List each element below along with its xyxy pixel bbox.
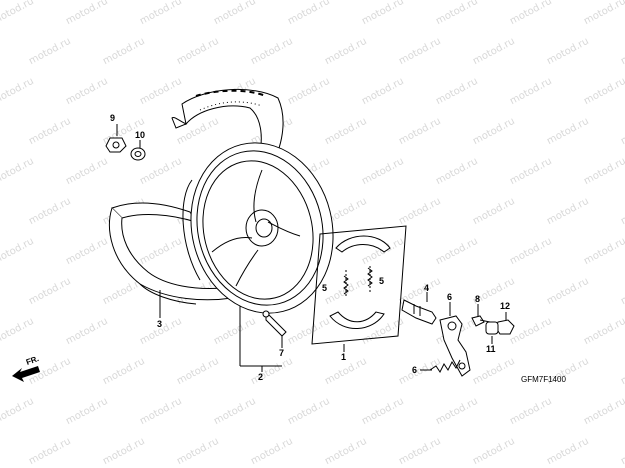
valve-stem-part [262,310,287,337]
callout-11: 10 [135,130,146,140]
callout-4: 4 [424,283,430,293]
arm-nut-part [495,319,515,335]
arm-spring-part [429,359,461,373]
callout-5-left: 5 [322,283,328,293]
shoe-spring-right [367,267,373,287]
callout-1: 1 [341,352,347,362]
cap-part [485,321,499,335]
callout-3: 3 [157,319,163,329]
callout-7: 6 [412,365,418,375]
brake-arm-part [439,315,471,377]
nut-part [105,137,127,153]
callout-8: 7 [279,348,285,358]
callout-5-right: 5 [379,276,385,286]
front-direction-arrow [12,366,40,382]
brake-shoe-box [311,225,407,345]
callout-12: 11 [486,344,496,354]
callout-13: 12 [500,301,511,311]
wheel-rim-part [182,142,334,314]
leader-lines [116,124,507,372]
callout-10: 9 [110,113,116,123]
callout-9: 8 [475,294,481,304]
bolt-part [471,315,491,327]
brake-cam-part [401,299,437,325]
callout-6: 6 [447,292,453,302]
callout-2: 2 [258,372,264,382]
shoe-spring-left [343,275,349,295]
washer-part [130,147,146,161]
diagram-code: GFM7F1400 [521,375,566,384]
